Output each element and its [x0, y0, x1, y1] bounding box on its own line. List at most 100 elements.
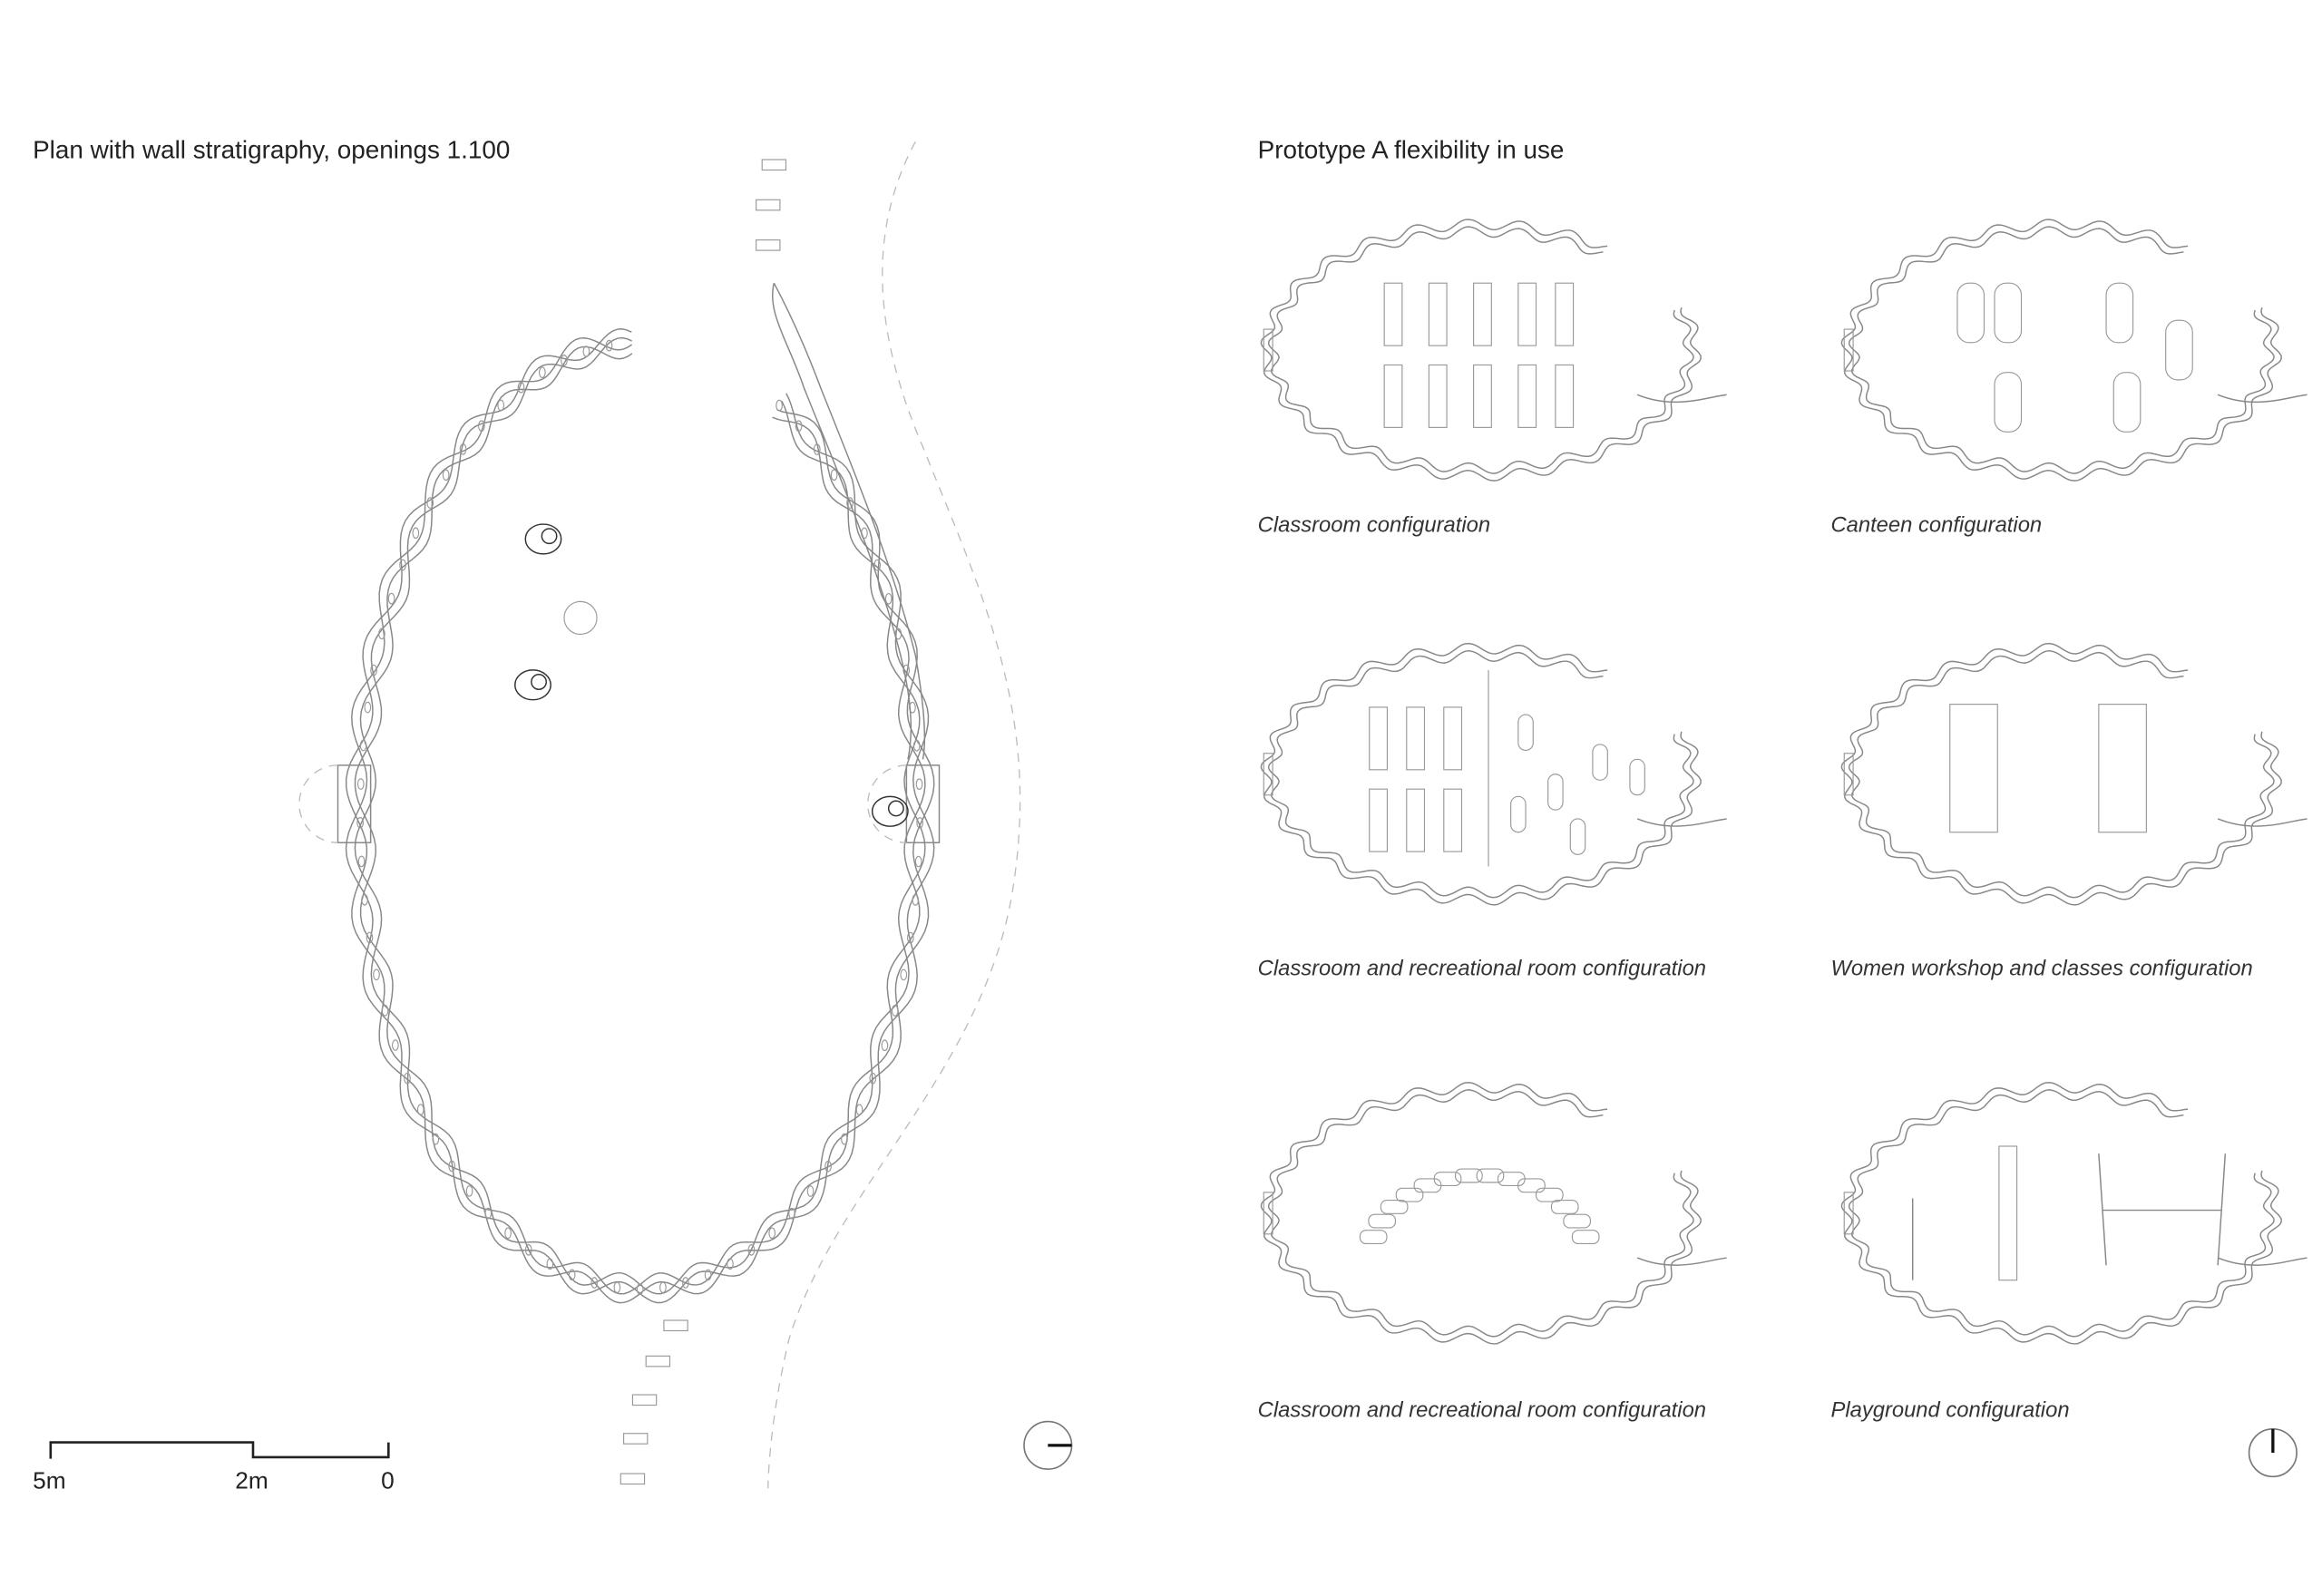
wall-tail: [1636, 1257, 1727, 1266]
wall-opening: [813, 443, 821, 455]
mat: [1510, 795, 1527, 833]
table: [2112, 372, 2142, 433]
wall-opening: [605, 339, 613, 352]
wall-opening: [659, 1281, 667, 1294]
wall-arm: [772, 283, 912, 760]
door: [1263, 1192, 1273, 1235]
mat: [1433, 1172, 1462, 1187]
stepping-stone: [756, 239, 781, 251]
wall-opening: [824, 1160, 832, 1173]
scale-label-2m: 2m: [235, 1466, 268, 1494]
wall-opening: [873, 559, 882, 571]
wall-opening: [465, 1185, 473, 1197]
main-floor-plan: [298, 282, 941, 1304]
mat: [1368, 1213, 1397, 1229]
wall-layer: [345, 337, 935, 1304]
wall-opening: [404, 1072, 411, 1085]
wall-opening: [497, 399, 505, 412]
plan-title: Plan with wall stratigraphy, openings 1.…: [33, 135, 510, 163]
desk: [1555, 364, 1575, 428]
desk: [1428, 282, 1448, 346]
wall-opening: [682, 1277, 689, 1289]
wall-opening: [869, 1072, 877, 1085]
wall-opening: [366, 931, 374, 944]
stepping-stone: [620, 1473, 646, 1485]
door: [1843, 328, 1854, 372]
table: [2165, 319, 2193, 381]
swing: [2098, 1153, 2227, 1266]
config-recreational: Classroom and recreational room configur…: [1258, 1082, 1727, 1423]
wall: [1848, 1089, 2275, 1338]
desk: [1383, 364, 1403, 428]
mat: [1535, 1187, 1564, 1202]
mat: [1395, 1187, 1424, 1202]
wall: [1267, 226, 1694, 474]
wall-layer: [345, 328, 935, 1304]
wall-opening: [788, 1207, 795, 1220]
wall-opening: [900, 968, 908, 981]
scale-label-0: 0: [381, 1466, 395, 1494]
config-caption: Classroom and recreational room configur…: [1258, 956, 1706, 980]
stepping-stone: [756, 199, 781, 211]
mat: [1569, 818, 1586, 855]
wall-opening: [399, 559, 406, 571]
mat: [1476, 1168, 1505, 1183]
wall-opening: [636, 1283, 644, 1295]
config-mixed: Classroom and recreational room configur…: [1258, 642, 1727, 980]
wall-opening: [387, 592, 395, 605]
wall-opening: [356, 816, 364, 829]
wall-opening: [582, 345, 590, 357]
wall-opening: [426, 497, 434, 509]
desk: [1428, 364, 1448, 428]
wall-tail: [1636, 818, 1727, 827]
wall-tail: [2217, 1257, 2307, 1266]
wall-opening: [416, 1104, 424, 1115]
wall-opening: [906, 931, 914, 944]
config-caption: Classroom configuration: [1258, 512, 1490, 537]
table: [1994, 282, 2023, 344]
door: [1263, 328, 1273, 372]
wall-opening: [912, 894, 920, 906]
desk: [1369, 706, 1389, 771]
desk: [1517, 364, 1537, 428]
desk: [1517, 282, 1537, 346]
slide: [1998, 1145, 2018, 1281]
mat: [1380, 1199, 1409, 1214]
wall-opening: [855, 1104, 863, 1116]
work-table: [2098, 704, 2147, 833]
wall-opening: [478, 420, 485, 433]
wall-opening: [504, 1227, 512, 1240]
mat: [1455, 1168, 1483, 1183]
wall: [1848, 649, 2275, 899]
mat: [1517, 1178, 1546, 1193]
desk: [1473, 282, 1492, 346]
north-arrow-icon: [1023, 1420, 1073, 1470]
stepping-stone: [645, 1355, 671, 1367]
wall-opening: [448, 1160, 456, 1173]
wall-tail: [2217, 394, 2307, 404]
door: [1843, 1192, 1854, 1235]
wall-opening: [841, 1133, 848, 1145]
wall-opening: [364, 701, 372, 714]
mat: [1571, 1230, 1600, 1245]
wall-opening: [517, 381, 525, 394]
prototype-title: Prototype A flexibility in use: [1258, 135, 1565, 163]
ball: [563, 600, 598, 636]
mat: [1629, 758, 1645, 796]
scale-bar: 5m 2m 0: [33, 1441, 395, 1494]
door-swing: [867, 764, 907, 843]
wall-opening: [459, 443, 467, 455]
north-arrow-icon-right: [2248, 1427, 2298, 1478]
table: [1994, 372, 2023, 433]
wall: [1267, 649, 1694, 899]
wall: [1267, 1089, 1694, 1338]
person-figure-icon: [871, 795, 909, 827]
person-figure-icon: [524, 523, 562, 555]
wall-layer: [354, 345, 926, 1295]
wall-tail: [2217, 818, 2307, 827]
door: [1263, 753, 1273, 796]
wall-opening: [546, 1258, 554, 1270]
wall-opening: [704, 1269, 712, 1281]
wall-opening: [484, 1207, 493, 1220]
mat: [1547, 774, 1564, 811]
